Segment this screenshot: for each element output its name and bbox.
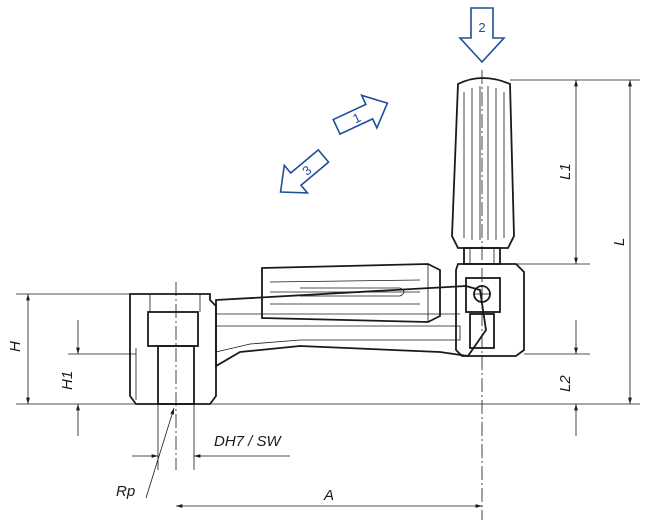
vertical-grip [451, 77, 515, 265]
label-A: A [323, 487, 334, 504]
folding-grip [261, 263, 441, 323]
label-L: L [611, 238, 628, 246]
center-lines [175, 70, 483, 520]
pivot-joint [455, 263, 525, 357]
direction-arrow-2: 2 [458, 7, 506, 64]
dimension-lines [26, 80, 632, 508]
label-H: H [7, 341, 24, 352]
dim-Rp-leader [145, 407, 175, 499]
label-L1: L1 [557, 163, 574, 180]
dimension-labels: H H1 L L1 L2 A DH7 / SW Rp [7, 163, 628, 504]
svg-text:2: 2 [478, 20, 485, 35]
crank-arm [215, 285, 487, 368]
label-DH7-SW: DH7 / SW [214, 433, 283, 450]
hub-section [129, 293, 217, 405]
direction-arrow-3: 3 [279, 148, 330, 194]
label-H1: H1 [59, 371, 76, 390]
label-Rp: Rp [116, 483, 135, 500]
label-L2: L2 [557, 375, 574, 392]
direction-arrow-1: 1 [332, 94, 389, 136]
extension-lines [16, 79, 640, 470]
